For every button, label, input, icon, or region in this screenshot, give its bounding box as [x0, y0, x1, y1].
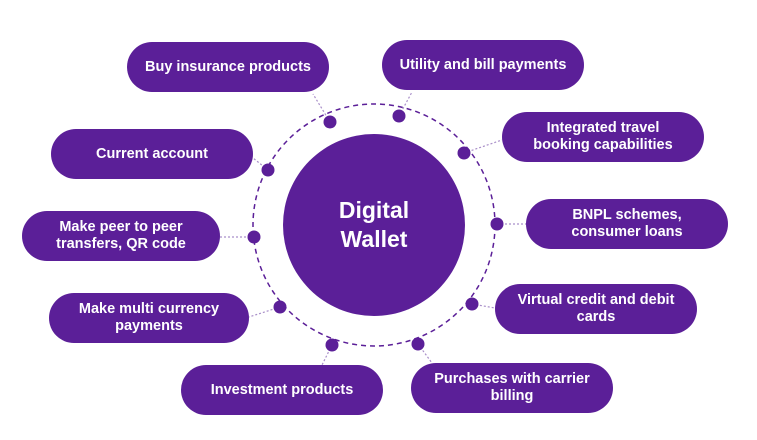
orbit-node-multi-currency — [273, 300, 287, 314]
orbit-node-virtual-cards — [465, 297, 479, 311]
connector-travel-booking — [463, 139, 503, 154]
feature-bnpl: BNPL schemes, consumer loans — [526, 199, 728, 249]
orbit-node-buy-insurance — [323, 115, 337, 129]
orbit-node-peer-transfers — [247, 230, 261, 244]
feature-carrier-billing: Purchases with carrier billing — [411, 363, 613, 413]
orbit-node-utility-bill — [392, 109, 406, 123]
orbit-node-bnpl — [490, 217, 504, 231]
feature-peer-transfers: Make peer to peer transfers, QR code — [22, 211, 220, 261]
feature-travel-booking: Integrated travel booking capabilities — [502, 112, 704, 162]
center-circle-label: Digital Wallet — [283, 134, 465, 316]
feature-utility-bill: Utility and bill payments — [382, 40, 584, 90]
connector-current-account — [252, 157, 269, 171]
orbit-node-current-account — [261, 163, 275, 177]
orbit-node-travel-booking — [457, 146, 471, 160]
feature-buy-insurance: Buy insurance products — [127, 42, 329, 92]
feature-current-account: Current account — [51, 129, 253, 179]
feature-investment: Investment products — [181, 365, 383, 415]
orbit-node-investment — [325, 338, 339, 352]
feature-virtual-cards: Virtual credit and debit cards — [495, 284, 697, 334]
orbit-nodes — [247, 109, 504, 352]
feature-multi-currency: Make multi currency payments — [49, 293, 249, 343]
orbit-node-carrier-billing — [411, 337, 425, 351]
